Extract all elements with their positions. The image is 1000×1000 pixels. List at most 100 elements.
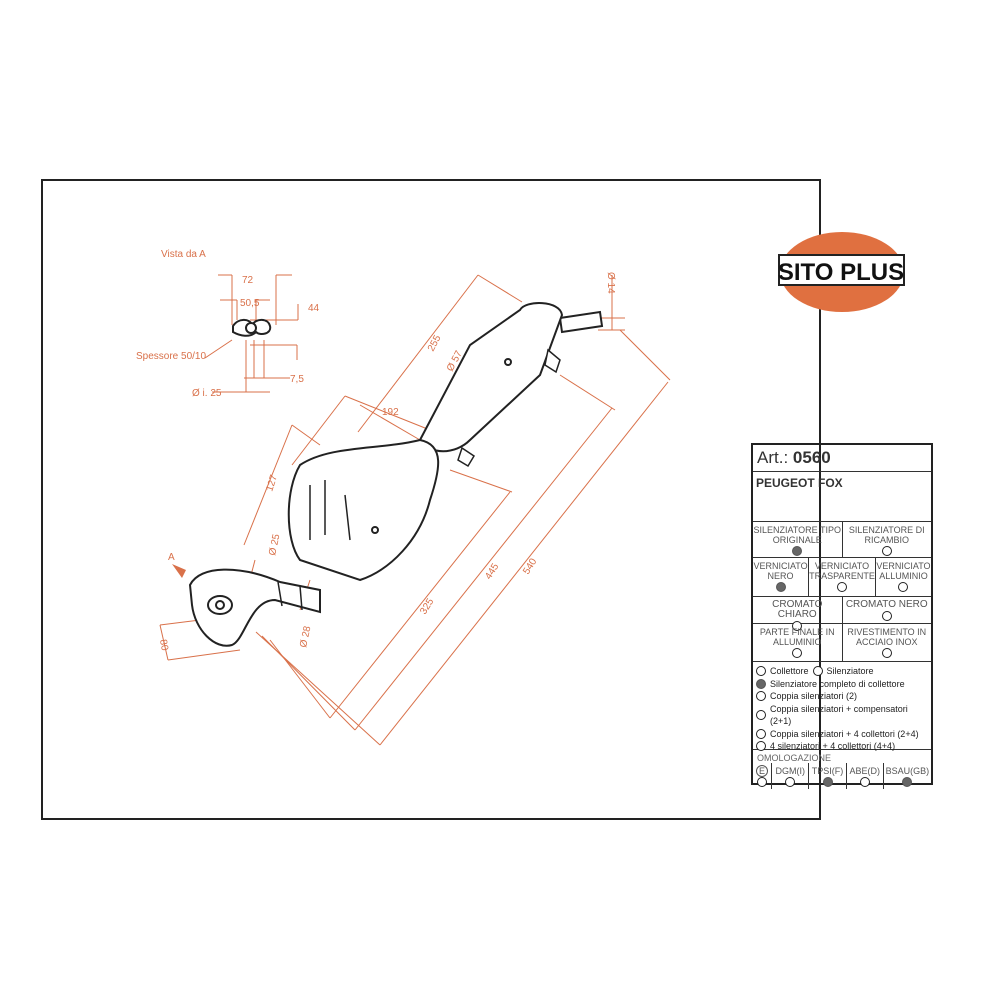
- option-item[interactable]: Coppia silenziatori + compensatori (2+1): [753, 703, 931, 728]
- radio-empty: [785, 777, 796, 787]
- dimension-lines: [159, 274, 671, 746]
- dim-14: Ø 14: [605, 272, 616, 294]
- type-replacement[interactable]: SILENZIATORE DI RICAMBIO: [843, 522, 932, 557]
- view-label: Vista da A: [161, 249, 206, 260]
- cell-label: ABE(D): [849, 766, 880, 776]
- option-label: Collettore: [770, 666, 809, 676]
- radio-empty: [756, 728, 766, 739]
- option-label: 4 silenziatori + 4 collettori (4+4): [770, 741, 896, 751]
- option-item[interactable]: Silenziatore completo di collettore: [753, 678, 931, 691]
- radio-filled: [902, 777, 913, 787]
- option-item[interactable]: 4 silenziatori + 4 collettori (4+4): [753, 740, 931, 753]
- cell-label: VERNICIATO ALLUMINIO: [876, 561, 931, 581]
- model-name: PEUGEOT FOX: [756, 476, 843, 490]
- dim-7-5: 7,5: [290, 374, 304, 385]
- option-label: Coppia silenziatori (2): [770, 691, 858, 701]
- radio-empty: [881, 546, 892, 556]
- option-label: Coppia silenziatori + compensatori (2+1): [769, 703, 908, 727]
- cell-label: SILENZIATORE DI RICAMBIO: [848, 525, 925, 545]
- dim-127: 127: [264, 473, 280, 493]
- cell-label: SILENZIATORE TIPO ORIGINALE: [753, 525, 842, 545]
- exhaust-body: [188, 302, 604, 647]
- radio-empty: [756, 666, 766, 677]
- radio-empty: [756, 710, 766, 720]
- model-row: PEUGEOT FOX: [753, 472, 931, 522]
- spec-table: Art.: 0560 PEUGEOT FOX SILENZIATORE TIPO…: [751, 443, 933, 789]
- homologation-bsau[interactable]: BSAU(GB): [884, 763, 931, 789]
- radio-empty: [756, 691, 766, 702]
- sito-plus-logo: SITO PLUS: [778, 232, 905, 312]
- dim-50-5: 50,5: [240, 298, 260, 309]
- homologation-tpsi[interactable]: TPSI(F): [809, 763, 847, 789]
- radio-empty: [881, 611, 892, 621]
- end-row: PARTE FINALE IN ALLUMINIO RIVESTIMENTO I…: [753, 624, 931, 662]
- cell-label: CROMATO NERO: [845, 599, 928, 610]
- option-label: Silenziatore completo di collettore: [770, 678, 905, 689]
- chrome-black[interactable]: CROMATO NERO: [843, 597, 932, 623]
- dim-192: 192: [382, 407, 399, 418]
- inner-diameter-label: Ø i. 25: [192, 388, 222, 399]
- dim-80: 80: [157, 639, 170, 652]
- dim-445: 445: [483, 561, 501, 581]
- dimension-labels: Vista da A 72 50,5 44 7,5 Spessore 50/10…: [136, 249, 616, 652]
- end-aluminium[interactable]: PARTE FINALE IN ALLUMINIO: [753, 624, 843, 661]
- option-label: Coppia silenziatori + 4 collettori (2+4): [770, 728, 919, 739]
- radio-empty: [792, 648, 803, 658]
- options-list: Collettore Silenziatore Silenziatore comp…: [753, 662, 931, 753]
- end-inox[interactable]: RIVESTIMENTO IN ACCIAIO INOX: [843, 624, 932, 661]
- cell-label: PARTE FINALE IN ALLUMINIO: [759, 627, 835, 647]
- radio-filled: [775, 582, 786, 592]
- radio-empty: [756, 741, 766, 752]
- article-number: 0560: [792, 448, 831, 467]
- radio-empty: [757, 777, 768, 787]
- dim-72: 72: [242, 275, 254, 286]
- option-item[interactable]: Collettore Silenziatore: [753, 665, 931, 678]
- option-item[interactable]: Coppia silenziatori + 4 collettori (2+4): [753, 728, 931, 741]
- cell-label: CROMATO CHIARO: [772, 599, 823, 620]
- radio-filled: [822, 777, 833, 787]
- finish-black[interactable]: VERNICIATO NERO: [753, 558, 810, 596]
- chrome-row: CROMATO CHIARO CROMATO NERO: [753, 597, 932, 631]
- radio-empty: [837, 582, 847, 592]
- cell-label: BSAU(GB): [885, 766, 930, 776]
- cell-label: DGM(I): [775, 766, 806, 776]
- type-original[interactable]: SILENZIATORE TIPO ORIGINALE: [753, 522, 843, 557]
- radio-filled: [756, 678, 766, 689]
- homologation-row: E DGM(I) TPSI(F) ABE(D) BSAU(GB): [753, 763, 931, 789]
- dim-255: 255: [426, 333, 444, 353]
- cell-label: TPSI(F): [811, 766, 844, 776]
- thickness-label: Spessore 50/10: [136, 351, 206, 362]
- view-a-label: A: [168, 552, 175, 563]
- chrome-light[interactable]: CROMATO CHIARO: [753, 597, 843, 631]
- dim-44: 44: [308, 303, 320, 314]
- cell-label: RIVESTIMENTO IN ACCIAIO INOX: [847, 627, 927, 647]
- e-mark-icon: E: [756, 765, 769, 777]
- dim-540: 540: [521, 556, 539, 576]
- homologation-abe[interactable]: ABE(D): [847, 763, 884, 789]
- view-a-arrow: [172, 564, 186, 578]
- type-row: SILENZIATORE TIPO ORIGINALE SILENZIATORE…: [753, 522, 931, 558]
- finish-aluminium[interactable]: VERNICIATO ALLUMINIO: [876, 558, 931, 596]
- radio-empty: [812, 666, 823, 677]
- cell-label: VERNICIATO TRASPARENTE: [809, 561, 875, 581]
- finish-transparent[interactable]: VERNICIATO TRASPARENTE: [809, 558, 876, 596]
- finish-row: VERNICIATO NERO VERNICIATO TRASPARENTE V…: [753, 558, 931, 597]
- option-label: Silenziatore: [826, 666, 874, 676]
- dim-325: 325: [418, 596, 436, 616]
- radio-empty: [898, 582, 909, 592]
- dim-28: Ø 28: [298, 625, 313, 649]
- homologation-e[interactable]: E: [753, 763, 773, 789]
- radio-empty: [881, 648, 892, 658]
- homologation-dgm[interactable]: DGM(I): [772, 763, 810, 789]
- cell-label: VERNICIATO NERO: [753, 561, 808, 581]
- logo-text: SITO PLUS: [778, 259, 904, 286]
- option-item[interactable]: Coppia silenziatori (2): [753, 690, 931, 703]
- article-row: Art.: 0560: [753, 445, 931, 472]
- drawing-frame: [41, 179, 821, 820]
- radio-filled: [792, 546, 803, 556]
- radio-empty: [859, 777, 870, 787]
- article-label: Art.:: [757, 448, 789, 467]
- radio-empty: [792, 621, 803, 631]
- dim-25: Ø 25: [267, 533, 282, 557]
